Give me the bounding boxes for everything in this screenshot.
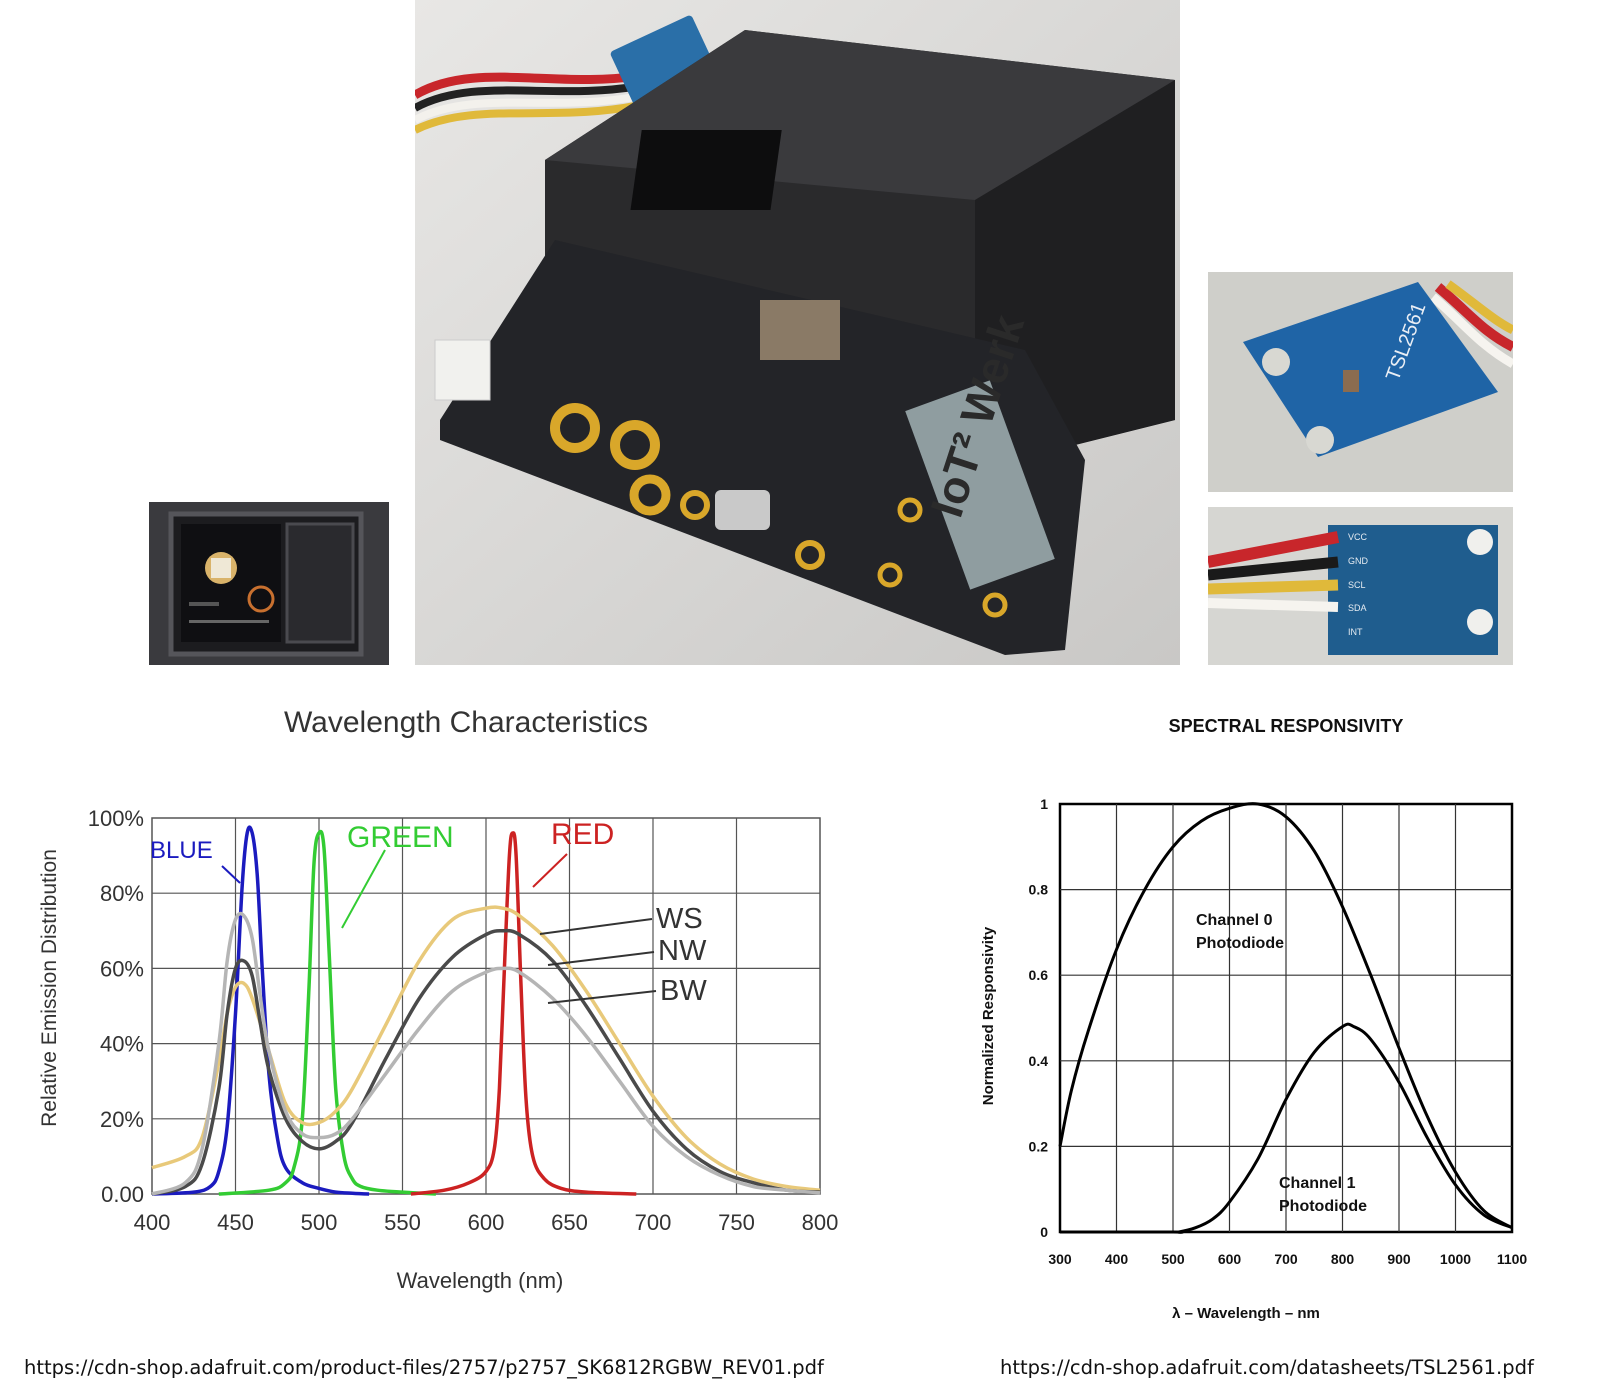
nw-leader: [547, 951, 655, 966]
channel1-label-line2: Photodiode: [1279, 1198, 1367, 1215]
sensor-window-photo: [149, 502, 389, 665]
x-tick-label: 900: [1387, 1251, 1411, 1267]
left-y-axis-label: Relative Emission Distribution: [38, 849, 61, 1127]
x-tick-label: 400: [1105, 1251, 1129, 1267]
tsl2561-module-photo: TSL2561: [1208, 272, 1513, 492]
pin-label: VCC: [1348, 532, 1368, 542]
x-tick-label: 600: [468, 1210, 505, 1235]
x-tick-label: 650: [551, 1210, 588, 1235]
channel0-label-line1: Channel 0: [1196, 912, 1273, 929]
right-chart-title: SPECTRAL RESPONSIVITY: [1169, 716, 1404, 736]
y-tick-label: 0.2: [1029, 1138, 1049, 1154]
x-tick-label: 450: [217, 1210, 254, 1235]
y-tick-label: 100%: [88, 806, 144, 831]
ws-leader: [539, 918, 653, 935]
series-line-nw: [151, 928, 821, 1196]
bw-leader: [547, 990, 657, 1004]
x-tick-label: 1100: [1497, 1251, 1528, 1267]
x-tick-label: 500: [301, 1210, 338, 1235]
y-tick-label: 0.6: [1029, 967, 1049, 983]
red-leader: [532, 853, 568, 888]
nw-label: NW: [658, 935, 707, 967]
right-y-axis-label: Normalized Responsivity: [980, 926, 997, 1105]
series-line-channel-0-photodiode: [1058, 802, 1513, 1230]
x-tick-label: 500: [1161, 1251, 1185, 1267]
red-label: RED: [551, 818, 614, 851]
series-line-blue: [151, 825, 370, 1196]
y-tick-label: 0.4: [1029, 1053, 1049, 1069]
series-line-red: [410, 831, 637, 1196]
x-tick-label: 800: [1331, 1251, 1355, 1267]
y-tick-label: 20%: [100, 1107, 144, 1132]
iot-werk-board-photo: IoT² Werk: [415, 0, 1180, 665]
y-tick-label: 40%: [100, 1032, 144, 1057]
y-tick-label: 60%: [100, 956, 144, 981]
bw-label: BW: [660, 975, 707, 1007]
x-tick-label: 750: [718, 1210, 755, 1235]
tsl2561-pins-photo: VCC GND SCL SDA INT: [1208, 507, 1513, 665]
y-tick-label: 0: [1040, 1224, 1048, 1240]
y-tick-label: 80%: [100, 881, 144, 906]
ws-label: WS: [656, 903, 703, 935]
y-tick-label: 1: [1040, 796, 1048, 812]
x-tick-label: 700: [1274, 1251, 1298, 1267]
x-tick-label: 700: [635, 1210, 672, 1235]
x-tick-label: 300: [1048, 1251, 1072, 1267]
y-tick-label: 0.8: [1029, 882, 1049, 898]
pin-label: INT: [1348, 627, 1363, 637]
left-source-url[interactable]: https://cdn-shop.adafruit.com/product-fi…: [24, 1356, 824, 1379]
series-line-ws: [151, 905, 821, 1192]
blue-leader: [221, 865, 241, 884]
channel0-label-line2: Photodiode: [1196, 935, 1284, 952]
left-chart-title: Wavelength Characteristics: [284, 706, 648, 739]
x-tick-label: 550: [384, 1210, 421, 1235]
left-x-axis-label: Wavelength (nm): [397, 1268, 564, 1293]
x-tick-label: 400: [134, 1210, 171, 1235]
charts-area: Wavelength Characteristics 400 450 500 550 6…: [38, 706, 1527, 1322]
green-leader: [341, 849, 386, 929]
blue-label: BLUE: [150, 837, 213, 864]
pin-label: SCL: [1348, 580, 1366, 590]
y-tick-label: 0.00: [101, 1182, 144, 1207]
series-line-channel-1-photodiode: [1059, 1022, 1513, 1234]
pin-label: SDA: [1348, 603, 1367, 613]
x-tick-label: 800: [802, 1210, 839, 1235]
spectral-responsivity-chart: SPECTRAL RESPONSIVITY 300 400 500 600 700 800…: [980, 716, 1527, 1322]
wavelength-chart: Wavelength Characteristics 400 450 500 550 6…: [38, 706, 838, 1293]
green-label: GREEN: [347, 821, 454, 854]
right-source-url[interactable]: https://cdn-shop.adafruit.com/datasheets…: [1000, 1356, 1534, 1379]
x-tick-label: 600: [1218, 1251, 1242, 1267]
x-tick-label: 1000: [1440, 1251, 1471, 1267]
pin-label: GND: [1348, 556, 1369, 566]
series-line-green: [218, 829, 436, 1196]
right-x-axis-label: λ – Wavelength – nm: [1172, 1305, 1320, 1322]
channel1-label-line1: Channel 1: [1279, 1175, 1356, 1192]
series-line-bw: [151, 911, 821, 1196]
